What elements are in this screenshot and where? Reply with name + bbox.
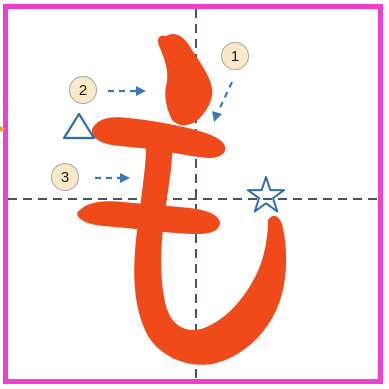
stroke-1-badge: 1 bbox=[221, 42, 249, 70]
arrow-1-head-icon bbox=[212, 111, 222, 122]
stroke-4-path bbox=[134, 126, 286, 365]
stroke-2-badge: 2 bbox=[69, 76, 97, 104]
star-icon bbox=[248, 177, 284, 211]
arrow-2-head-icon bbox=[136, 86, 146, 96]
stroke-3-badge: 3 bbox=[51, 163, 79, 191]
arrow-1-line bbox=[218, 82, 232, 112]
stroke-1-path bbox=[158, 34, 212, 125]
arrow-3-head-icon bbox=[120, 173, 130, 183]
triangle-icon bbox=[64, 114, 94, 138]
